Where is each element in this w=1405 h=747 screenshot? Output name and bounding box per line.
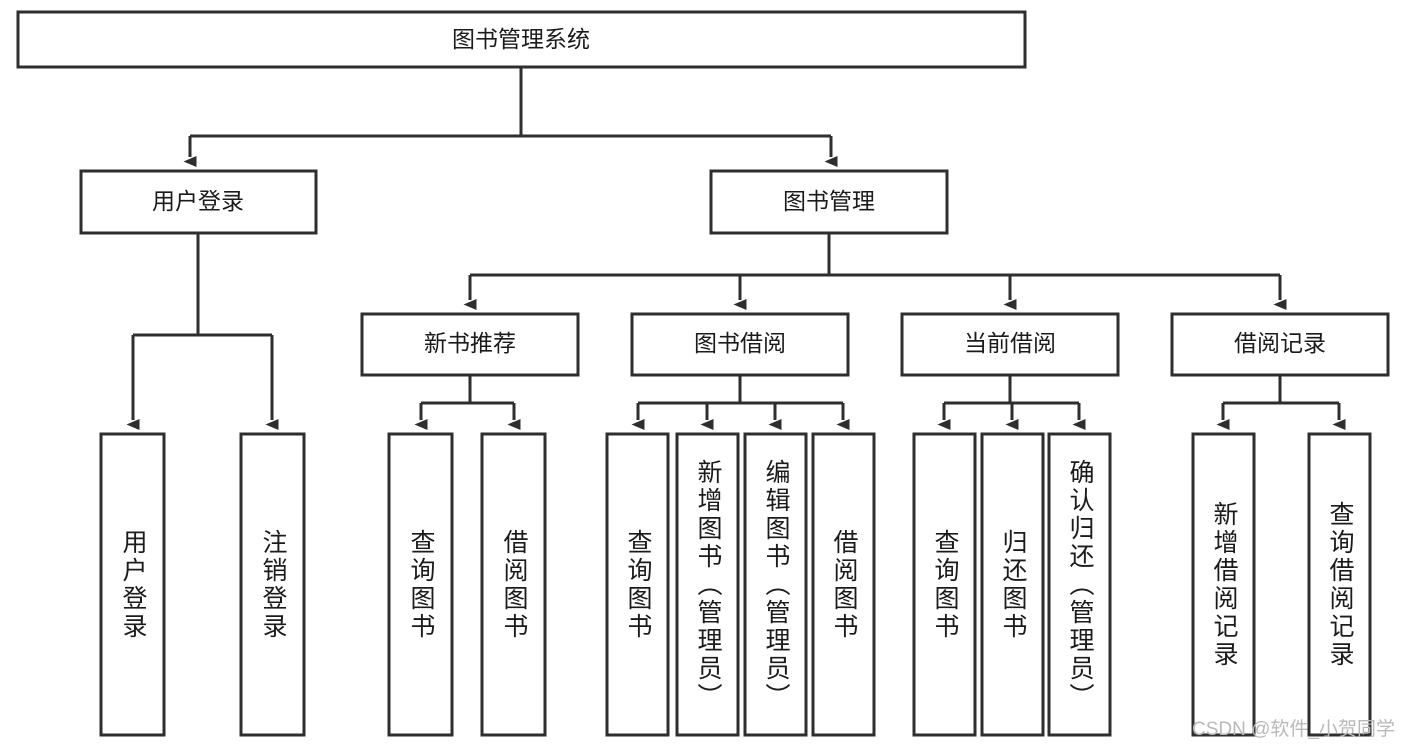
edge-records-bus <box>1223 375 1339 405</box>
leaf-box-query-book-2[interactable] <box>605 432 670 737</box>
leaf-box-query-book-1[interactable] <box>387 432 454 737</box>
edges-layer <box>126 67 1346 430</box>
node-user-login-label: 用户登录 <box>152 188 244 214</box>
node-new-book-recommend-label: 新书推荐 <box>424 330 516 356</box>
node-borrow-records-label: 借阅记录 <box>1234 330 1326 356</box>
edge-user-login-bus <box>133 233 272 337</box>
node-root[interactable]: 图书管理系统 <box>16 10 1027 69</box>
node-book-management-label: 图书管理 <box>783 188 875 214</box>
leaf-box-query-book-3[interactable] <box>912 432 977 737</box>
node-borrow-records-box[interactable] <box>1170 312 1390 377</box>
leaf-box-return-book[interactable] <box>980 432 1045 737</box>
edge-current-bus <box>944 375 1079 405</box>
leaf-box-borrow-book-1[interactable] <box>480 432 547 737</box>
node-book-management[interactable]: 图书管理 <box>709 169 949 235</box>
node-root-label: 图书管理系统 <box>452 26 590 52</box>
node-current-borrow-label: 当前借阅 <box>964 330 1056 356</box>
node-borrow-records[interactable]: 借阅记录 <box>1170 312 1390 377</box>
node-book-borrow-box[interactable] <box>630 312 850 377</box>
node-current-borrow[interactable]: 当前借阅 <box>900 312 1120 377</box>
edge-root-bus <box>190 67 831 138</box>
node-user-login[interactable]: 用户登录 <box>79 169 318 235</box>
leaf-box-add-book-admin[interactable] <box>675 432 740 737</box>
edge-book-mgmt-bus <box>470 233 1280 277</box>
edge-new-book-bus <box>421 375 514 405</box>
leaf-boxes-layer <box>99 432 1372 737</box>
leaf-box-user-login[interactable] <box>99 432 166 737</box>
leaf-box-query-record[interactable] <box>1307 432 1372 737</box>
node-user-login-box[interactable] <box>79 169 318 235</box>
leaf-box-add-record[interactable] <box>1191 432 1256 737</box>
node-book-borrow[interactable]: 图书借阅 <box>630 312 850 377</box>
node-book-borrow-label: 图书借阅 <box>694 330 786 356</box>
node-new-book-recommend-box[interactable] <box>360 312 580 377</box>
node-new-book-recommend[interactable]: 新书推荐 <box>360 312 580 377</box>
node-book-management-box[interactable] <box>709 169 949 235</box>
leaf-box-logout-login[interactable] <box>239 432 306 737</box>
leaf-box-borrow-book-2[interactable] <box>811 432 876 737</box>
watermark-text: CSDN @软件_小贺同学 <box>1192 719 1395 740</box>
edge-borrow-bus <box>638 375 843 405</box>
leaf-box-edit-book-admin[interactable] <box>743 432 808 737</box>
node-current-borrow-box[interactable] <box>900 312 1120 377</box>
node-root-box[interactable] <box>16 10 1027 69</box>
leaf-box-confirm-return[interactable] <box>1047 432 1112 737</box>
